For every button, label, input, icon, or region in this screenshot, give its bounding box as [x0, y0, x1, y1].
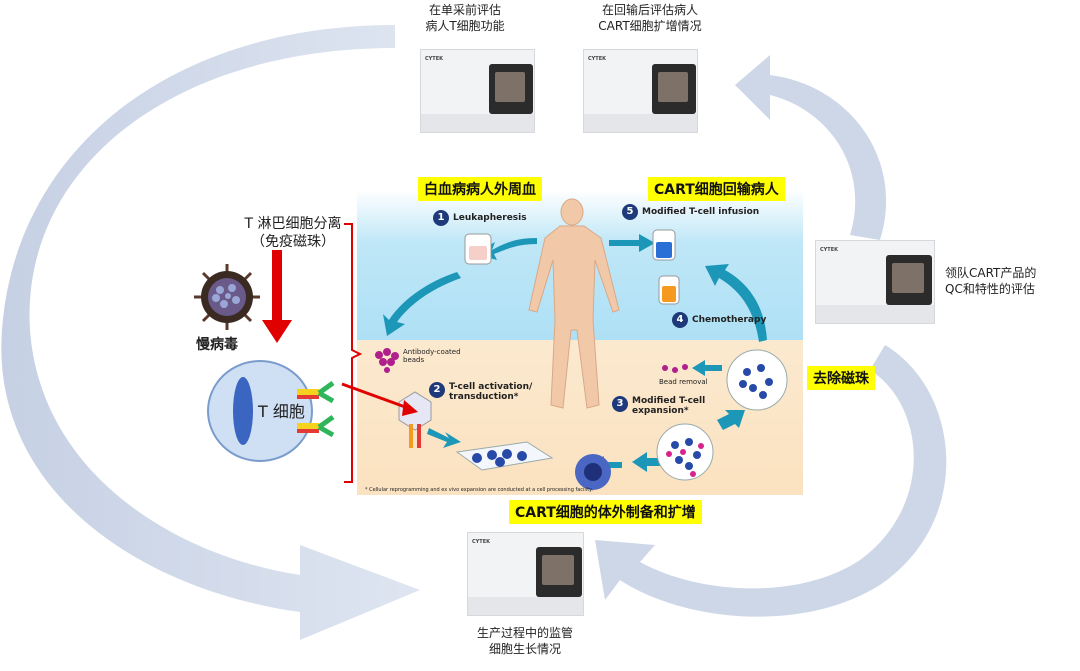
blood-bag-chemo	[658, 275, 680, 305]
highlight-manufacture: CART细胞的体外制备和扩增	[509, 500, 702, 524]
bead-removal-label: Bead removal	[659, 378, 708, 386]
top-right-arrow	[735, 55, 887, 240]
bead-removal-dish	[726, 349, 788, 411]
teal-arrows	[383, 234, 767, 472]
cytometer-image-right: CYTEK	[815, 240, 935, 324]
caption-right: 领队CART产品的 QC和特性的评估	[945, 266, 1037, 296]
removed-beads	[662, 364, 688, 373]
red-down-arrow	[262, 250, 292, 343]
patient-figure	[528, 198, 620, 409]
caption-top-left: 在单采前评估 病人T细胞功能	[425, 3, 505, 33]
red-bracket	[344, 223, 362, 483]
expansion-dish	[656, 423, 714, 481]
separation-label: T 淋巴细胞分离 （免疫磁珠）	[244, 216, 342, 250]
antibody-beads	[375, 348, 399, 373]
virus-label: 慢病毒	[196, 337, 238, 353]
cytometer-image-bottom: CYTEK	[467, 532, 584, 616]
right-cycle-arrow	[595, 345, 947, 617]
highlight-remove-beads: 去除磁珠	[807, 366, 875, 390]
transduced-cell	[575, 454, 611, 490]
blood-bag-1	[464, 233, 492, 265]
highlight-blood: 白血病病人外周血	[418, 177, 542, 201]
cytometer-image-top-left: CYTEK	[420, 49, 535, 133]
blood-bag-infusion	[652, 229, 676, 261]
lentivirus-icon	[194, 264, 260, 330]
process-illustration	[375, 198, 788, 490]
caption-top-right: 在回输后评估病人 CART细胞扩增情况	[598, 3, 702, 33]
caption-bottom: 生产过程中的监管 细胞生长情况	[476, 626, 573, 656]
highlight-infusion: CART细胞回输病人	[648, 177, 785, 201]
t-cell-icon	[207, 360, 335, 462]
culture-flask	[455, 441, 554, 471]
cytometer-image-top-right: CYTEK	[583, 49, 698, 133]
red-arrow-to-activation	[341, 382, 418, 416]
left-cycle-arrow	[1, 25, 420, 640]
footnote: * Cellular reprogramming and ex vivo exp…	[365, 487, 593, 493]
step-2-label: 2 T-cell activation/transduction*	[429, 382, 532, 402]
t-cell-label: T 细胞	[258, 402, 305, 421]
